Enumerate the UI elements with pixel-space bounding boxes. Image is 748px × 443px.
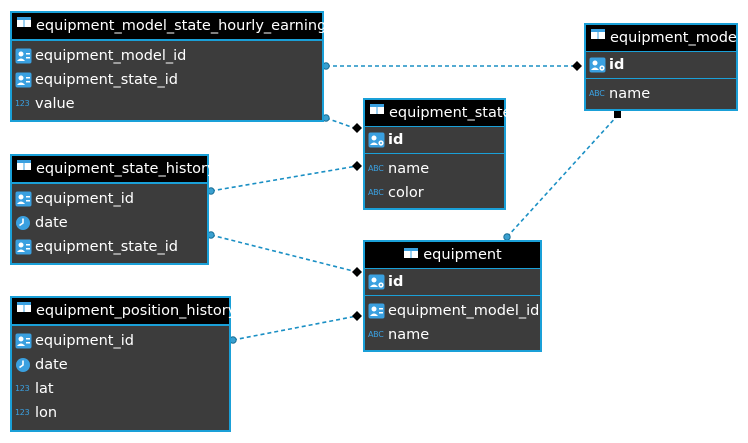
table-equipment[interactable]: equipment id equipment_model_id ABC name [363, 240, 542, 352]
table-icon [16, 14, 33, 30]
column-name: id [388, 274, 404, 290]
column-icon [15, 72, 32, 88]
column-row[interactable]: ABC name [586, 82, 736, 106]
text-icon: ABC [368, 188, 384, 197]
link-history-to-state [210, 165, 358, 192]
column-name: name [388, 327, 430, 343]
numeric-icon: 123 [15, 408, 30, 417]
table-title: equipment [423, 247, 502, 263]
text-icon: ABC [368, 330, 384, 339]
column-name: name [388, 161, 430, 177]
column-row[interactable]: equipment_state_id [12, 235, 207, 259]
text-icon: ABC [368, 164, 384, 173]
link-end-diamond [352, 311, 362, 321]
table-hourly-earnings[interactable]: equipment_model_state_hourly_earnings eq… [10, 11, 334, 122]
column-name: equipment_model_id [388, 303, 540, 319]
link-end-diamond [352, 267, 362, 277]
column-row[interactable]: equipment_model_id [12, 44, 322, 68]
table-icon [590, 26, 607, 42]
link-history-to-equipment [210, 234, 358, 273]
column-row[interactable]: equipment_state_id [12, 68, 322, 92]
column-name: equipment_id [35, 333, 134, 349]
table-equipment-state-history[interactable]: equipment_state_history equipment_id dat… [10, 154, 216, 265]
table-header[interactable]: equipment_state [365, 100, 511, 127]
key-icon [368, 132, 385, 148]
column-row[interactable]: ABC name [365, 157, 504, 181]
link-equipment-to-model [506, 114, 619, 238]
link-hourly-to-state [325, 117, 358, 130]
column-row[interactable]: equipment_model_id [365, 299, 540, 323]
table-title: equipment_model_state_hourly_earnings [36, 18, 334, 34]
column-name: equipment_state_id [35, 72, 178, 88]
link-end-diamond [572, 61, 582, 71]
column-name: date [35, 357, 68, 373]
table-icon [16, 157, 33, 173]
table-header[interactable]: equipment_model [586, 25, 741, 52]
column-row[interactable]: 123 lat [12, 377, 229, 401]
table-header[interactable]: equipment_position_history [12, 298, 236, 325]
column-name: lat [35, 381, 54, 397]
primary-key-row[interactable]: id [365, 269, 540, 295]
column-row[interactable]: ABC name [365, 323, 540, 347]
link-position-to-equipment [232, 315, 358, 341]
column-row[interactable]: date [12, 211, 207, 235]
column-icon [15, 48, 32, 64]
column-icon [15, 239, 32, 255]
table-equipment-state[interactable]: equipment_state id ABC name ABC color [363, 98, 511, 210]
numeric-icon: 123 [15, 99, 30, 108]
table-header[interactable]: equipment_model_state_hourly_earnings [12, 13, 334, 40]
link-end-diamond [352, 161, 362, 171]
table-title: equipment_model [610, 30, 741, 46]
primary-key-row[interactable]: id [586, 52, 736, 78]
link-end-diamond [352, 123, 362, 133]
column-icon [15, 191, 32, 207]
column-name: color [388, 185, 424, 201]
key-icon [368, 274, 385, 290]
numeric-icon: 123 [15, 384, 30, 393]
table-icon [16, 299, 33, 315]
text-icon: ABC [589, 89, 605, 98]
column-name: equipment_id [35, 191, 134, 207]
column-icon [368, 303, 385, 319]
table-header[interactable]: equipment_state_history [12, 156, 216, 183]
table-title: equipment_position_history [36, 303, 237, 319]
column-row[interactable]: date [12, 353, 229, 377]
column-row[interactable]: 123 value [12, 92, 322, 116]
column-row[interactable]: ABC color [365, 181, 504, 205]
key-icon [589, 57, 606, 73]
column-name: date [35, 215, 68, 231]
table-header[interactable]: equipment [365, 242, 540, 269]
table-title: equipment_state_history [36, 161, 216, 177]
column-icon [15, 333, 32, 349]
column-name: value [35, 96, 75, 112]
column-name: id [609, 57, 625, 73]
table-equipment-position-history[interactable]: equipment_position_history equipment_id … [10, 296, 236, 432]
clock-icon [15, 357, 32, 373]
column-row[interactable]: equipment_id [12, 329, 229, 353]
column-name: name [609, 86, 651, 102]
table-title: equipment_state [389, 105, 512, 121]
primary-key-row[interactable]: id [365, 127, 504, 153]
column-row[interactable]: equipment_id [12, 187, 207, 211]
column-row[interactable]: 123 lon [12, 401, 229, 425]
column-name: equipment_model_id [35, 48, 187, 64]
clock-icon [15, 215, 32, 231]
link-end-square [614, 111, 621, 118]
table-icon [369, 101, 386, 117]
table-equipment-model[interactable]: equipment_model id ABC name [584, 23, 741, 111]
column-name: lon [35, 405, 58, 421]
table-icon [403, 245, 420, 261]
column-name: equipment_state_id [35, 239, 178, 255]
column-name: id [388, 132, 404, 148]
